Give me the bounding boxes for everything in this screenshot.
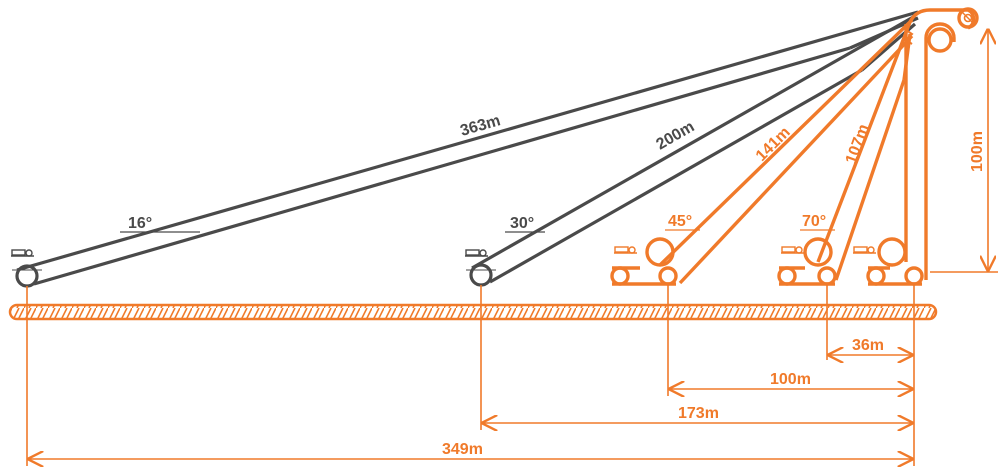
belt-30-head-symbol [465, 249, 496, 271]
belt-16-angle-label: 16° [128, 215, 152, 232]
belt-16 [15, 10, 919, 288]
belt-90 [866, 22, 956, 286]
belt-30-length-label: 200m [654, 118, 698, 153]
dim-height-label: 100m [969, 131, 986, 172]
belt-70-angle-label: 70° [802, 213, 826, 230]
ground-strip [8, 303, 938, 321]
dim-173m-label: 173m [678, 405, 719, 422]
belt-70-length-label: 107m [843, 122, 873, 166]
belt-30-angle-label: 30° [510, 215, 534, 232]
dimension-lines [26, 30, 998, 466]
dim-36m-label: 36m [852, 337, 884, 354]
belt-45-angle-label: 45° [668, 213, 692, 230]
head-pulley [904, 7, 979, 45]
belt-90-head-symbol [853, 246, 876, 254]
dim-349m-label: 349m [442, 441, 483, 458]
belt-16-head-symbol [11, 249, 42, 271]
belt-70-head-symbol [781, 246, 804, 254]
belt-45-head-symbol [614, 246, 637, 254]
dim-100m-horiz-label: 100m [770, 371, 811, 388]
